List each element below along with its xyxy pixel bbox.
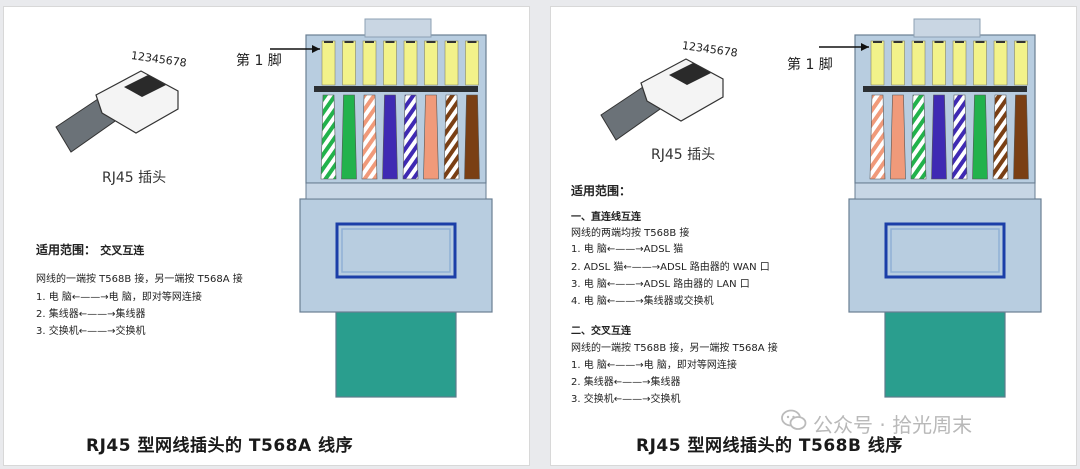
section2-line: 2. 集线器←——→集线器 xyxy=(571,377,681,388)
wire-7 xyxy=(992,94,1009,180)
section1-line: 1. 电 脑←——→ADSL 猫 xyxy=(571,244,684,255)
usage-line: 2. 集线器←——→集线器 xyxy=(36,309,146,320)
plug-top-tab xyxy=(364,18,432,38)
pin-tip xyxy=(955,41,964,43)
pin-tip xyxy=(467,41,477,43)
plug-label: RJ45 插头 xyxy=(102,170,167,186)
wire-7 xyxy=(443,94,460,180)
section1-line: 网线的两端均按 T568B 接 xyxy=(571,228,690,239)
contact-pin xyxy=(362,40,377,86)
usage-line: 网线的一端按 T568B 接，另一端按 T568A 接 xyxy=(36,274,243,285)
plug-top-tab xyxy=(913,18,981,38)
plug-body xyxy=(299,198,493,313)
plug-body xyxy=(848,198,1042,313)
pin-tip xyxy=(975,41,985,43)
section2-line: 1. 电 脑←——→电 脑，即对等网连接 xyxy=(571,360,737,371)
section2-line: 网线的一端按 T568B 接，另一端按 T568A 接 xyxy=(571,343,778,354)
plug-window-inner xyxy=(890,228,1000,273)
pin-tip xyxy=(385,41,395,43)
wire-2 xyxy=(890,94,906,180)
pin-tip xyxy=(324,41,333,43)
wire-1 xyxy=(869,94,886,180)
wire-6 xyxy=(972,94,988,180)
t568a-connector-diagram xyxy=(55,18,493,398)
contact-pin xyxy=(383,40,397,86)
contact-pin xyxy=(342,40,356,86)
wire-2 xyxy=(341,94,357,180)
plug-window-inner xyxy=(341,228,451,273)
watermark-text: 公众号 · 拾光周末 xyxy=(813,413,973,437)
contact-pin xyxy=(932,40,946,86)
usage-line: 3. 交换机←——→交换机 xyxy=(36,326,146,337)
contact-pin xyxy=(403,40,418,86)
wire-4 xyxy=(931,94,947,180)
usage-heading: 适用范围： 交叉互连 xyxy=(36,243,145,258)
usage-heading-prefix: 适用范围： xyxy=(36,243,97,257)
contact-pin xyxy=(1014,40,1028,86)
usage-heading-type: 交叉互连 xyxy=(100,244,145,257)
diagram-caption: RJ45 型网线插头的 T568B 线序 xyxy=(636,436,903,456)
pin-tip xyxy=(914,41,923,43)
section2-line: 3. 交换机←——→交换机 xyxy=(571,394,681,405)
section1-title: 一、直连线互连 xyxy=(571,212,641,223)
pin-tip xyxy=(447,41,456,43)
contact-pin xyxy=(465,40,479,86)
contact-bar xyxy=(863,86,1027,92)
pin-tip xyxy=(365,41,374,43)
contact-pin xyxy=(973,40,987,86)
usage-line: 1. 电 脑←——→电 脑，即对等网连接 xyxy=(36,292,202,303)
section2-title: 二、交叉互连 xyxy=(571,326,631,337)
t568b-panel: 12345678 RJ45 插头 第 1 脚 适用范围： 一、直连线互连 网线的… xyxy=(550,6,1077,466)
plug-label: RJ45 插头 xyxy=(651,147,716,163)
wire-4 xyxy=(382,94,398,180)
usage-heading: 适用范围： xyxy=(571,184,632,198)
wire-8 xyxy=(464,94,480,180)
t568b-connector-diagram xyxy=(600,18,1042,398)
pin1-arrow-head xyxy=(861,43,869,51)
t568a-panel: 12345678 RJ45 插头 第 1 脚 适用范围： 交叉互连 网线的一端按… xyxy=(3,6,530,466)
contact-pin xyxy=(952,40,967,86)
contact-pin xyxy=(444,40,459,86)
section1-line: 2. ADSL 猫←——→ADSL 路由器的 WAN 口 xyxy=(571,262,770,273)
wire-1 xyxy=(320,94,337,180)
wire-6 xyxy=(423,94,439,180)
cable-tail xyxy=(884,310,1006,398)
pin1-label: 第 1 脚 xyxy=(787,57,833,73)
pin-tip xyxy=(996,41,1005,43)
section1-line: 3. 电 脑←——→ADSL 路由器的 LAN 口 xyxy=(571,279,750,290)
plug-icon-contacts xyxy=(669,63,711,85)
pin-tip xyxy=(406,41,415,43)
wire-8 xyxy=(1013,94,1029,180)
pin-tip xyxy=(893,41,903,43)
plug-band xyxy=(305,182,487,200)
pin-tip xyxy=(426,41,436,43)
pin-tip xyxy=(934,41,944,43)
wire-3 xyxy=(910,94,927,180)
plug-band xyxy=(854,182,1036,200)
contact-bar xyxy=(314,86,478,92)
cable-tail xyxy=(335,310,457,398)
contact-pin xyxy=(911,40,926,86)
section1-line: 4. 电 脑←——→集线器或交换机 xyxy=(571,296,714,307)
pin-tip xyxy=(344,41,354,43)
plug-window xyxy=(335,222,457,279)
plug-icon-contacts xyxy=(124,75,166,97)
pin-tip xyxy=(1016,41,1026,43)
contact-pin xyxy=(424,40,438,86)
pin1-label: 第 1 脚 xyxy=(236,53,282,69)
wire-5 xyxy=(402,94,419,180)
contact-pin xyxy=(870,40,885,86)
wire-3 xyxy=(361,94,378,180)
pin1-arrow-head xyxy=(312,45,320,53)
contact-pin xyxy=(891,40,905,86)
plug-window xyxy=(884,222,1006,279)
diagram-caption: RJ45 型网线插头的 T568A 线序 xyxy=(86,436,354,456)
contact-pin xyxy=(321,40,336,86)
wechat-icon xyxy=(781,409,807,430)
contact-pin xyxy=(993,40,1008,86)
pin-tip xyxy=(873,41,882,43)
wire-5 xyxy=(951,94,968,180)
